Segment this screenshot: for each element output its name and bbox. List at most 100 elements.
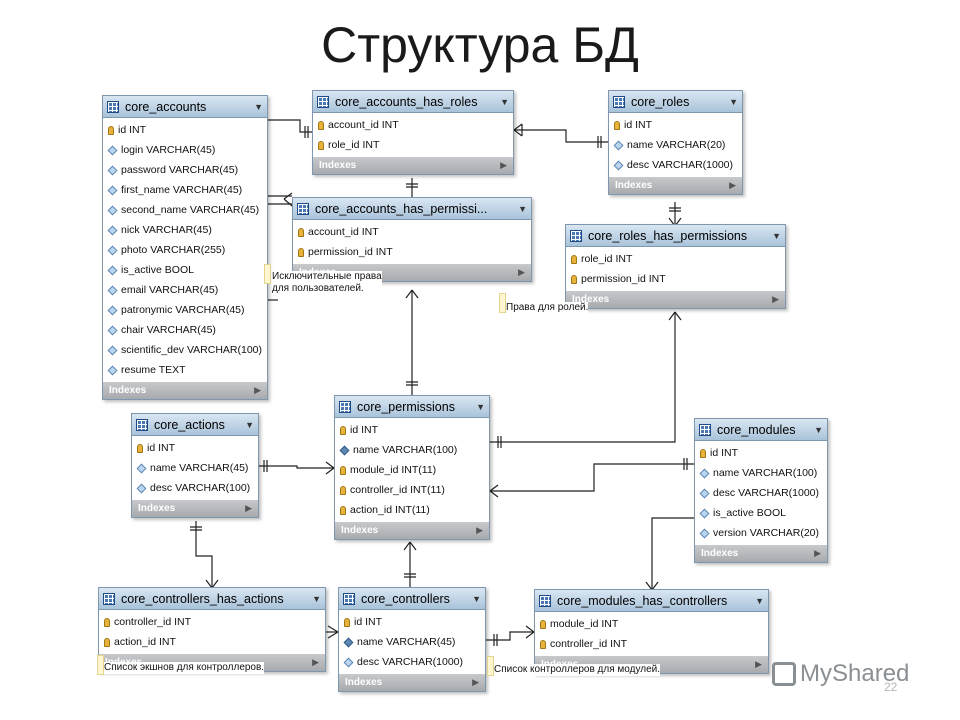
- table-name: core_modules_has_controllers: [557, 593, 728, 608]
- table-core-modules-has-controllers[interactable]: core_modules_has_controllers ▼ module_id I…: [534, 589, 769, 674]
- indexes-section[interactable]: Indexes▶: [132, 500, 258, 517]
- column-row[interactable]: account_id INT: [313, 115, 513, 135]
- column-row[interactable]: id INT: [132, 438, 258, 458]
- column-row[interactable]: desc VARCHAR(1000): [339, 652, 485, 672]
- column-row[interactable]: role_id INT: [313, 135, 513, 155]
- column-row[interactable]: password VARCHAR(45): [103, 160, 267, 180]
- column-row[interactable]: controller_id INT(11): [335, 480, 489, 500]
- column-row[interactable]: permission_id INT: [293, 242, 531, 262]
- expand-arrow-icon[interactable]: ▶: [254, 385, 261, 395]
- column-row[interactable]: is_active BOOL: [695, 503, 827, 523]
- column-row[interactable]: login VARCHAR(45): [103, 140, 267, 160]
- column-row[interactable]: desc VARCHAR(1000): [609, 155, 742, 175]
- table-header[interactable]: core_accounts_has_roles▼: [313, 91, 513, 113]
- indexes-section[interactable]: Indexes▶: [335, 522, 489, 539]
- column-row[interactable]: name VARCHAR(45): [132, 458, 258, 478]
- column-row[interactable]: photo VARCHAR(255): [103, 240, 267, 260]
- expand-arrow-icon[interactable]: ▶: [476, 525, 483, 535]
- table-core-roles[interactable]: core_roles▼id INT name VARCHAR(20) desc VA…: [608, 90, 743, 195]
- column-row[interactable]: name VARCHAR(45): [339, 632, 485, 652]
- indexes-section[interactable]: Indexes▶: [103, 382, 267, 399]
- column-row[interactable]: controller_id INT: [535, 634, 768, 654]
- collapse-arrow-icon[interactable]: ▼: [814, 424, 823, 435]
- table-header[interactable]: core_modules_has_controllers ▼: [535, 590, 768, 612]
- column-row[interactable]: controller_id INT: [99, 612, 325, 632]
- column-row[interactable]: module_id INT: [535, 614, 768, 634]
- expand-arrow-icon[interactable]: ▶: [814, 548, 821, 558]
- column-row[interactable]: id INT: [609, 115, 742, 135]
- column-row[interactable]: version VARCHAR(20): [695, 523, 827, 543]
- collapse-arrow-icon[interactable]: ▼: [500, 96, 509, 107]
- table-icon: [103, 592, 115, 605]
- column-row[interactable]: name VARCHAR(20): [609, 135, 742, 155]
- table-header[interactable]: core_controllers▼: [339, 588, 485, 610]
- column-row[interactable]: email VARCHAR(45): [103, 280, 267, 300]
- column-row[interactable]: module_id INT(11): [335, 460, 489, 480]
- expand-arrow-icon[interactable]: ▶: [500, 160, 507, 170]
- column-row[interactable]: scientific_dev VARCHAR(100): [103, 340, 267, 360]
- column-row[interactable]: desc VARCHAR(1000): [695, 483, 827, 503]
- table-core-controllers-has-actions[interactable]: core_controllers_has_actions▼controller_…: [98, 587, 326, 672]
- collapse-arrow-icon[interactable]: ▼: [518, 203, 527, 214]
- collapse-arrow-icon[interactable]: ▼: [772, 230, 781, 241]
- column-row[interactable]: id INT: [335, 420, 489, 440]
- column-row[interactable]: second_name VARCHAR(45): [103, 200, 267, 220]
- table-header[interactable]: core_roles_has_permissions▼: [566, 225, 785, 247]
- column-row[interactable]: desc VARCHAR(100): [132, 478, 258, 498]
- logo-icon: [772, 662, 796, 686]
- expand-arrow-icon[interactable]: ▶: [518, 267, 525, 277]
- table-core-accounts-has-permissions[interactable]: core_accounts_has_permissi...▼account_id…: [292, 197, 532, 282]
- column-row[interactable]: name VARCHAR(100): [695, 463, 827, 483]
- note-line: Список контроллеров для модулей.: [494, 664, 661, 675]
- expand-arrow-icon[interactable]: ▶: [312, 657, 319, 667]
- column-row[interactable]: id INT: [103, 120, 267, 140]
- column-row[interactable]: nick VARCHAR(45): [103, 220, 267, 240]
- collapse-arrow-icon[interactable]: ▼: [312, 593, 321, 604]
- collapse-arrow-icon[interactable]: ▼: [729, 96, 738, 107]
- column-row[interactable]: id INT: [339, 612, 485, 632]
- column-row[interactable]: action_id INT(11): [335, 500, 489, 520]
- collapse-arrow-icon[interactable]: ▼: [245, 419, 254, 430]
- table-header[interactable]: core_controllers_has_actions▼: [99, 588, 325, 610]
- column-row[interactable]: patronymic VARCHAR(45): [103, 300, 267, 320]
- indexes-section[interactable]: Indexes▶: [339, 674, 485, 691]
- indexes-section[interactable]: Indexes▶: [313, 157, 513, 174]
- column-definition: name VARCHAR(20): [627, 139, 726, 151]
- table-header[interactable]: core_modules▼: [695, 419, 827, 441]
- expand-arrow-icon[interactable]: ▶: [772, 294, 779, 304]
- column-row[interactable]: permission_id INT: [566, 269, 785, 289]
- table-header[interactable]: core_accounts▼: [103, 96, 267, 118]
- table-header[interactable]: core_permissions▼: [335, 396, 489, 418]
- indexes-section[interactable]: Indexes▶: [695, 545, 827, 562]
- column-row[interactable]: name VARCHAR(100): [335, 440, 489, 460]
- collapse-arrow-icon[interactable]: ▼: [755, 595, 764, 606]
- collapse-arrow-icon[interactable]: ▼: [476, 401, 485, 412]
- table-header[interactable]: core_roles▼: [609, 91, 742, 113]
- expand-arrow-icon[interactable]: ▶: [755, 659, 762, 669]
- table-header[interactable]: core_accounts_has_permissi...▼: [293, 198, 531, 220]
- column-row[interactable]: account_id INT: [293, 222, 531, 242]
- expand-arrow-icon[interactable]: ▶: [245, 503, 252, 513]
- collapse-arrow-icon[interactable]: ▼: [472, 593, 481, 604]
- indexes-section[interactable]: Indexes▶: [566, 291, 785, 308]
- indexes-section[interactable]: Indexes▶: [609, 177, 742, 194]
- table-header[interactable]: core_actions▼: [132, 414, 258, 436]
- expand-arrow-icon[interactable]: ▶: [472, 677, 479, 687]
- column-row[interactable]: is_active BOOL: [103, 260, 267, 280]
- column-row[interactable]: id INT: [695, 443, 827, 463]
- column-row[interactable]: role_id INT: [566, 249, 785, 269]
- column-row[interactable]: chair VARCHAR(45): [103, 320, 267, 340]
- column-row[interactable]: first_name VARCHAR(45): [103, 180, 267, 200]
- collapse-arrow-icon[interactable]: ▼: [254, 101, 263, 112]
- column-row[interactable]: resume TEXT: [103, 360, 267, 380]
- expand-arrow-icon[interactable]: ▶: [729, 180, 736, 190]
- column-row[interactable]: action_id INT: [99, 632, 325, 652]
